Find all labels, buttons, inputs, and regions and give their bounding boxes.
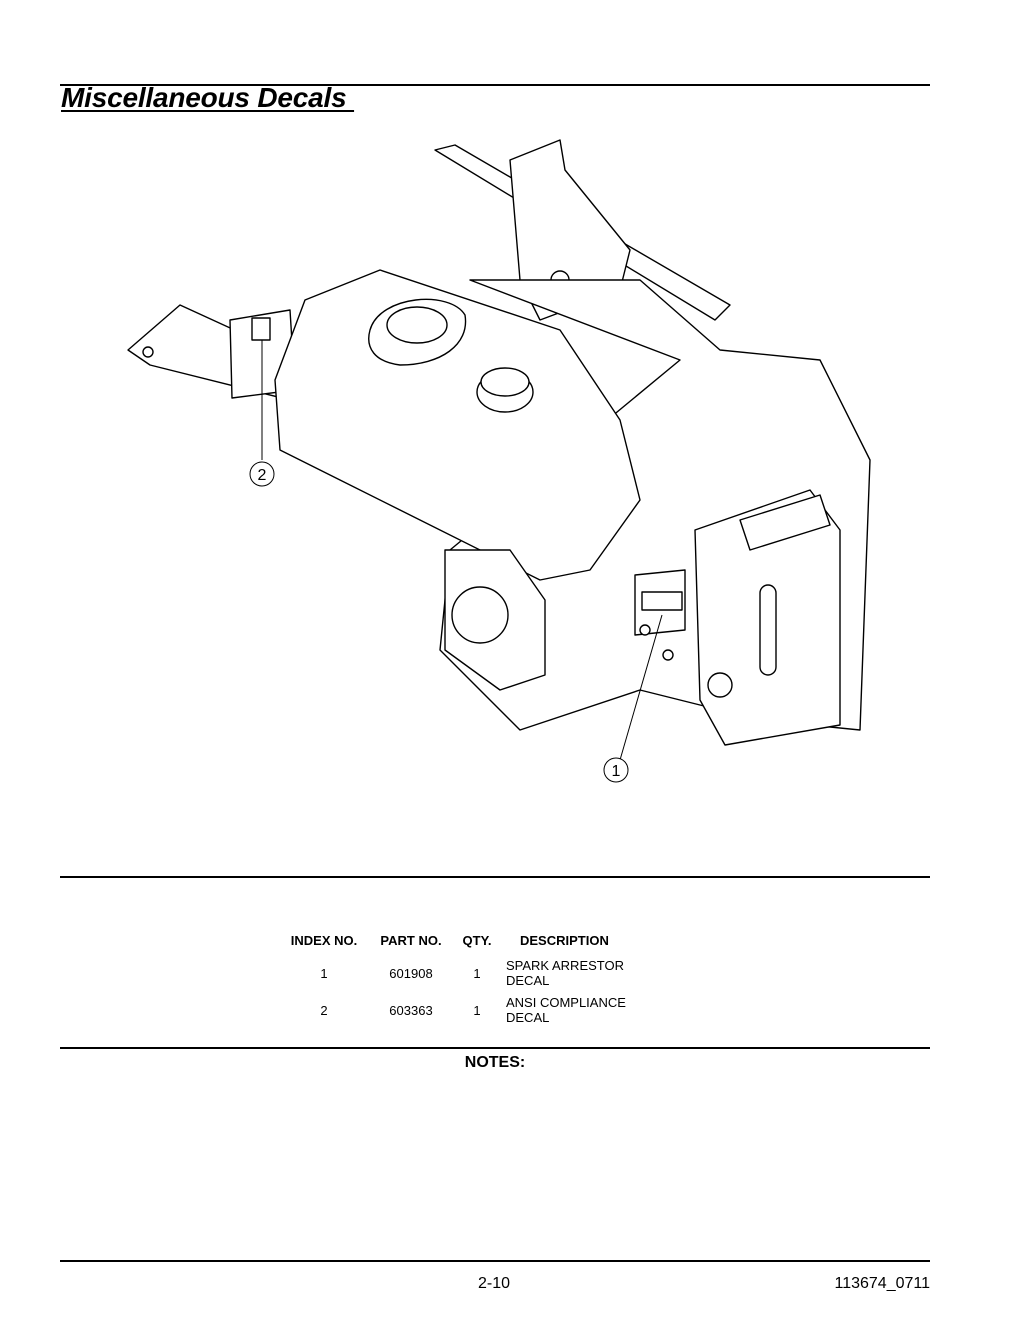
left-rail-hole [142, 346, 154, 358]
muffler-slot [759, 584, 777, 676]
row-index: 1 [320, 965, 328, 981]
parts-table: INDEX NO. PART NO. QTY. DESCRIPTION 1 60… [280, 933, 670, 1032]
leader-line-1 [619, 614, 663, 761]
page-title: Miscellaneous Decals [61, 82, 355, 113]
document-id: 113674_0711 [834, 1275, 930, 1292]
row-qty: 1 [473, 1002, 481, 1018]
fuel-tank [274, 269, 641, 581]
row-description: SPARK ARRESTOR DECAL [506, 958, 624, 988]
row-part: 603363 [389, 1002, 433, 1018]
row-part: 601908 [389, 965, 433, 981]
svg-text:1: 1 [612, 763, 621, 780]
muffler-top-plate [739, 494, 831, 551]
page-number: 2-10 [478, 1275, 511, 1292]
notes-rule [60, 1047, 930, 1049]
table-row: 1 601908 1 SPARK ARRESTOR DECAL [280, 958, 670, 995]
bolt [662, 649, 674, 661]
parts-diagram: 2 1 [127, 139, 871, 783]
col-part: PART NO. [380, 933, 442, 948]
spark-arrestor-decal-shape [641, 591, 683, 611]
section-rule [60, 876, 930, 878]
row-index: 2 [320, 1002, 328, 1018]
col-index: INDEX NO. [290, 933, 358, 948]
tank-opening [386, 306, 448, 344]
fuel-cap-top [480, 367, 530, 397]
table-row: 2 603363 1 ANSI COMPLIANCE DECAL [280, 995, 670, 1032]
top-rule [60, 84, 930, 86]
table-header-row: INDEX NO. PART NO. QTY. DESCRIPTION [280, 933, 670, 958]
row-qty: 1 [473, 965, 481, 981]
footer-rule [60, 1260, 930, 1262]
notes-label: NOTES: [464, 1054, 526, 1071]
row-description: ANSI COMPLIANCE DECAL [506, 995, 626, 1025]
bolt [639, 624, 651, 636]
muffler-outlet [707, 672, 733, 698]
col-qty: QTY. [462, 933, 492, 948]
lower-housing-port [451, 586, 509, 644]
col-description: DESCRIPTION [520, 933, 609, 948]
ansi-decal-shape [251, 317, 271, 341]
svg-text:2: 2 [258, 467, 267, 484]
callout-1: 1 [603, 757, 629, 783]
callout-2: 2 [249, 461, 275, 487]
